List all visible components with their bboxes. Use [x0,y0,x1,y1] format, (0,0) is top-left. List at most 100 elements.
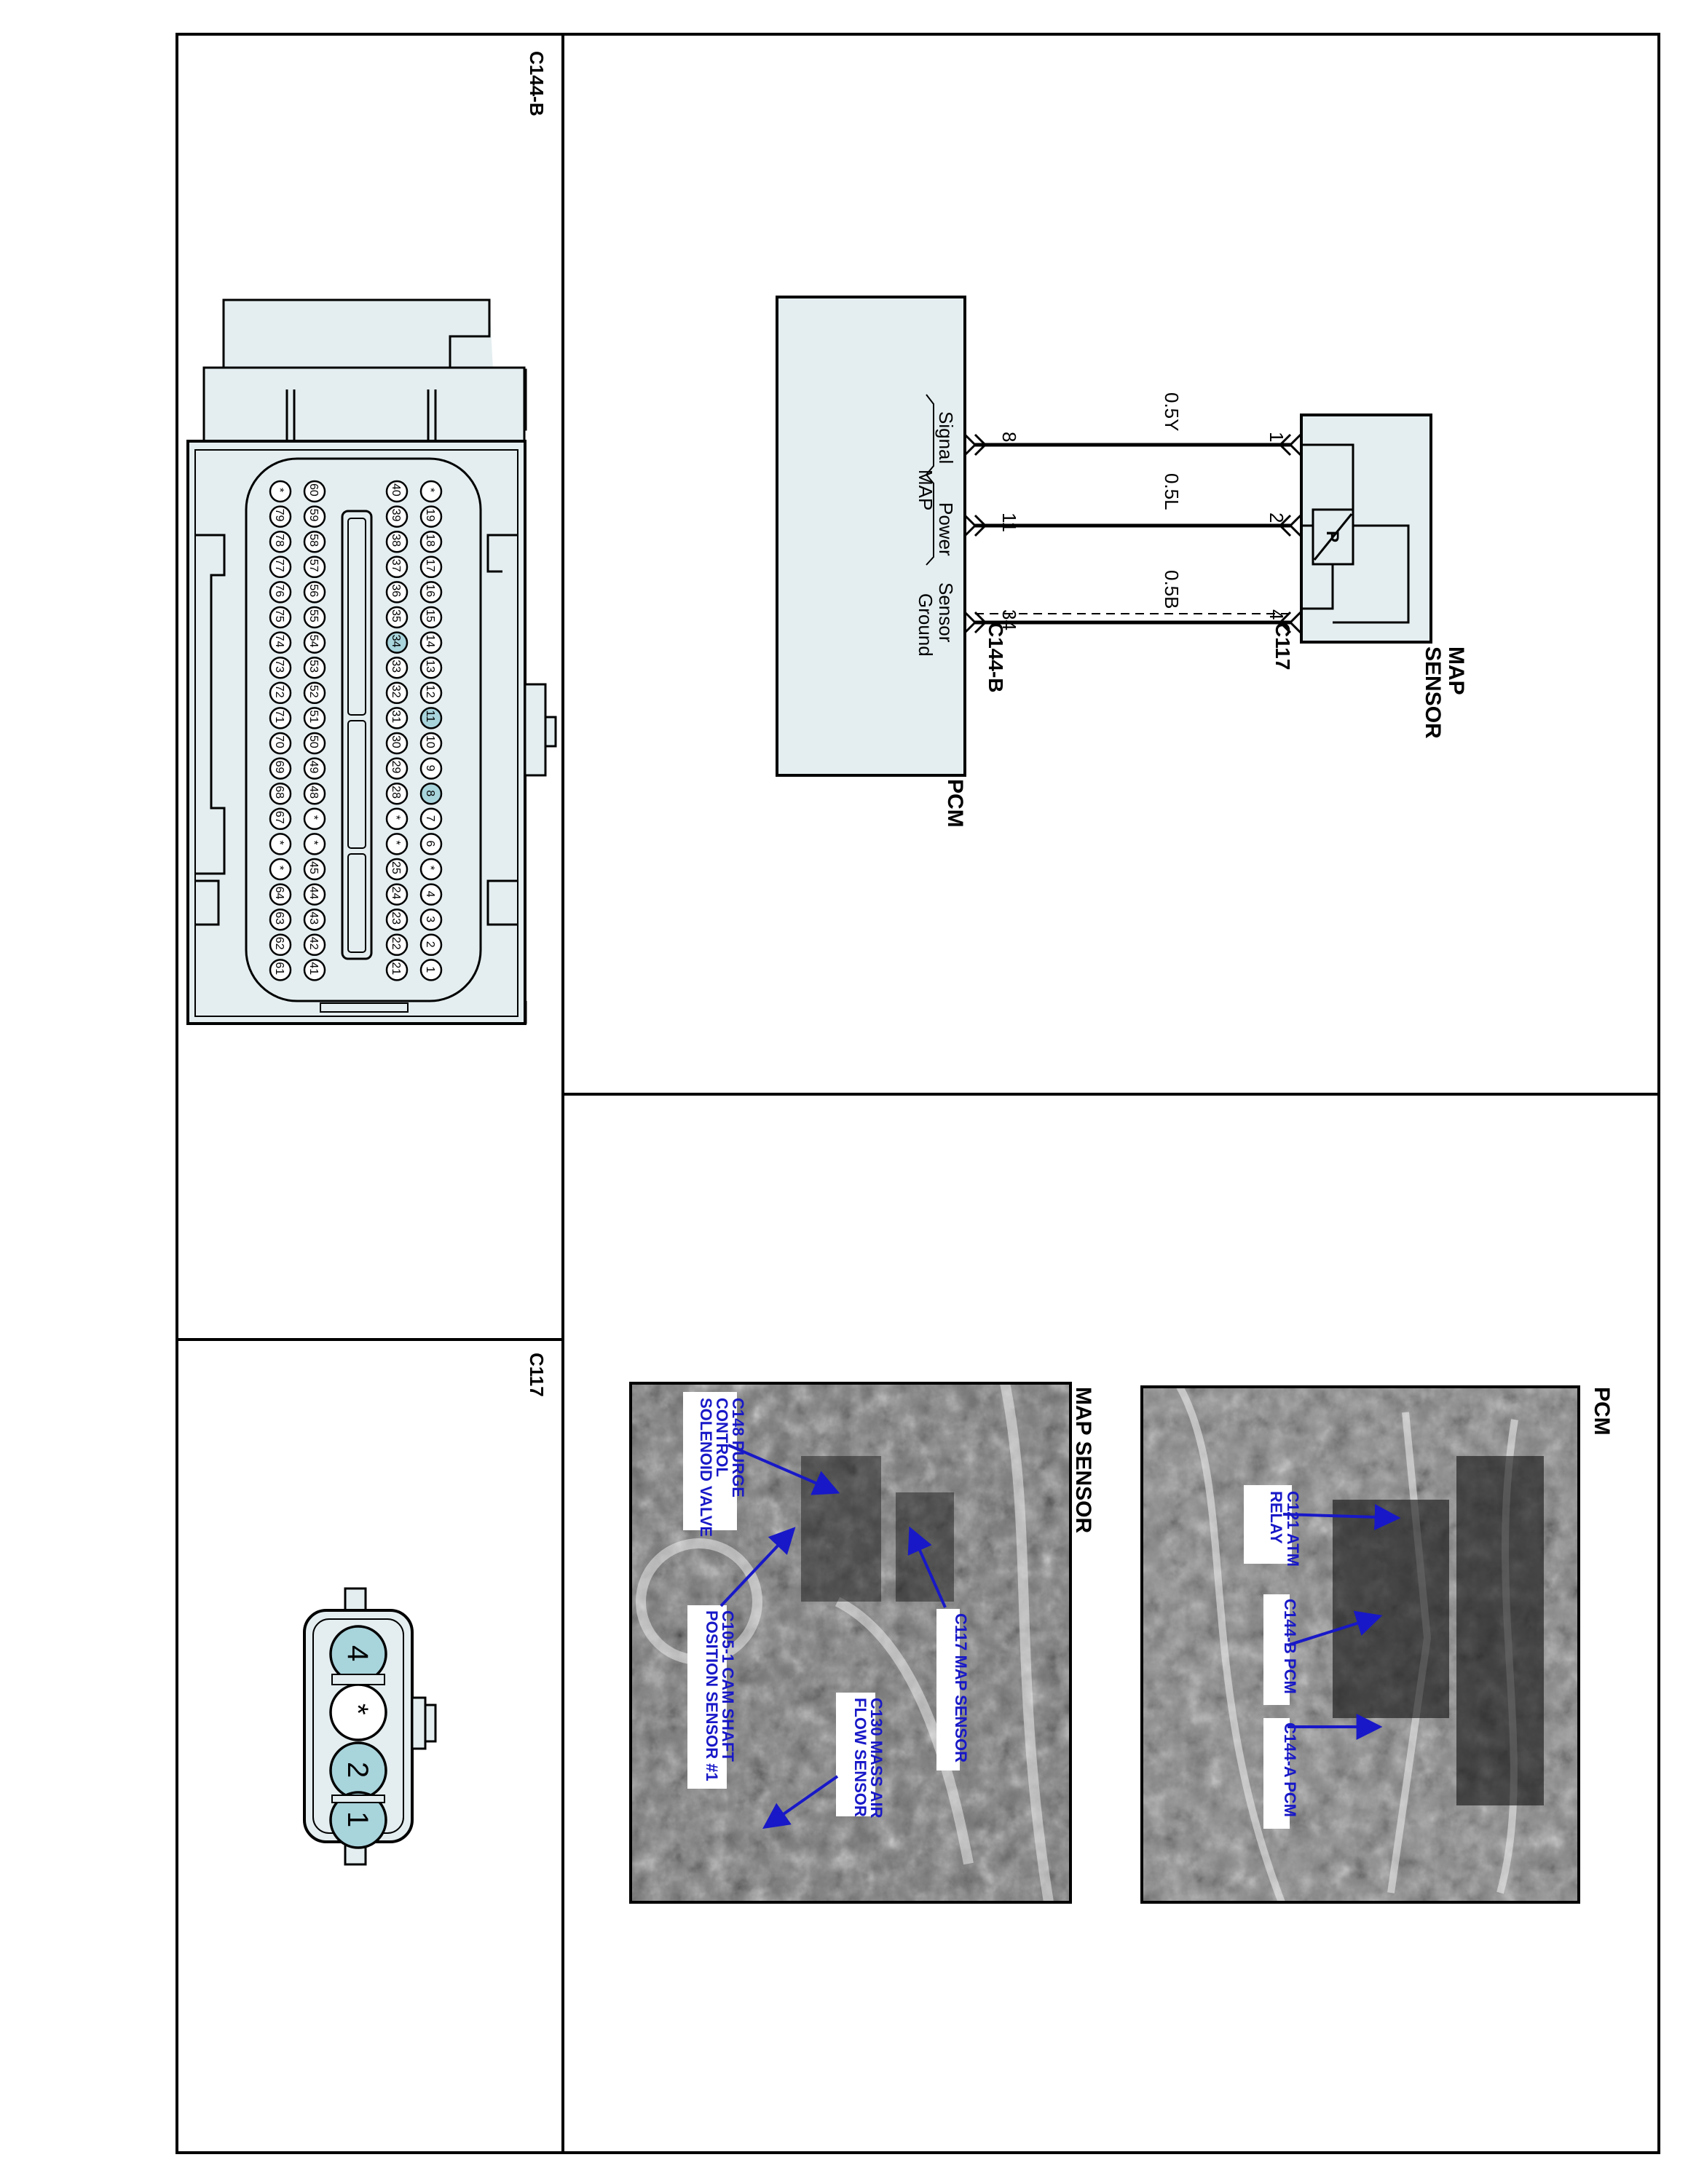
c144b-pin-circle [303,631,326,654]
sensor-pin-number: 4 [1266,609,1287,620]
c144b-pin-circle [419,681,443,705]
callout-c130-line1: C130 MASS AIR [867,1698,886,1819]
c144b-pin-label: 11 [424,710,436,722]
map-photo-callouts: C148 PURGE CONTROL SOLENOID VALVE C105-1… [683,1392,970,1829]
c144b-pin: 68 [269,782,292,805]
c144b-pin: * [303,833,326,855]
c144b-pin-circle [269,858,292,881]
c144b-pin-label: 75 [273,609,285,622]
c144b-pin: 2 [419,933,443,957]
sensor-terminal [1288,514,1302,537]
pcm-label: PCM [943,779,967,828]
c144b-pin-label: 12 [424,685,436,698]
c144b-pin: 37 [385,555,409,579]
c144b-pin-circle [269,480,292,503]
c144b-pin-circle [303,581,326,604]
c144b-pin: 63 [269,908,292,931]
callout-c105-line2: POSITION SENSOR #1 [703,1610,721,1781]
c144b-pin: 12 [419,681,443,705]
callout-c121-line2: RELAY [1267,1491,1285,1544]
c144b-pin: 69 [269,757,292,780]
c144b-pin: 23 [385,908,409,931]
c144b-pin: 55 [303,606,326,629]
pcm-terminal [974,514,987,537]
c144b-pin-circle [303,858,326,881]
c144b-pin-circle [269,959,292,981]
c144b-pin-label: 49 [307,761,320,774]
c144b-pin-label: 62 [273,937,285,950]
c144b-pin-label: 69 [273,761,285,774]
c144b-pin-circle [385,681,409,705]
c144b-pin-label: 18 [424,534,436,547]
c144b-pin: 44 [303,883,326,906]
c144b-pin-label: * [390,815,402,820]
c144b-pin-circle [385,555,409,579]
c144b-pin: 8 [419,782,443,805]
wire-color-code: 0.5Y [1161,392,1183,432]
c144b-pin-circle [303,505,326,528]
c144b-pin-label: 43 [307,911,320,925]
c144b-pin-circle [419,707,443,729]
c144b-pin-label: 4 [424,891,436,898]
c144b-pin-circle [419,782,443,805]
c144b-pin-circle [269,656,292,679]
c144b-pin: 21 [385,959,409,981]
c144b-pin-circle [303,707,326,729]
c144b-pin-circle [419,833,443,855]
c144b-pin-label: 29 [390,761,402,774]
c144b-pin-circle [385,505,409,528]
c144b-pin: 49 [303,757,326,780]
c144b-pin-circle [303,833,326,855]
c144b-pin-label: 67 [273,811,285,824]
signal-label: Signal [935,411,957,464]
c144b-connector: *191817161514131211109876*43214039383736… [186,298,557,1025]
callout-c148-line3: SOLENOID VALVE [697,1398,715,1537]
c144b-pin-label: 54 [307,635,320,648]
c144b-pin-circle [419,631,443,654]
c144b-pin-label: * [273,840,285,844]
pressure-sensor-element [1301,443,1410,624]
c144b-pin-label: 34 [390,635,402,648]
c144b-pin: * [419,858,443,881]
c144b-pin: 3 [419,908,443,931]
c144b-pin: 9 [419,757,443,780]
c144b-pin: * [385,833,409,855]
page-frame [175,33,1660,2154]
c144b-pin-circle [419,732,443,755]
map-sensor-photo-panel: MAP SENSOR C148 PURGE CONTROL SOLENOID V… [629,1382,1095,1904]
c144b-pin-circle [385,908,409,931]
c144b-pin-circle [269,933,292,957]
c117-pin: 4 [329,1625,387,1683]
callout-c121-line1: C121 ATM [1284,1491,1302,1567]
sensor-label: Sensor [935,582,957,643]
c144b-pin-label: * [307,840,320,844]
c144b-pin: 30 [385,732,409,755]
callout-c130-arrow [762,1775,839,1829]
c117-pin-label: 2 [342,1762,374,1778]
c144b-pin: 67 [269,807,292,831]
pcm-pin-number: 8 [998,432,1020,442]
wire: 180.5Y [963,392,1302,456]
c144b-pin-circle [269,606,292,629]
c144b-pin: 11 [419,707,443,729]
c144b-pin: 51 [303,707,326,729]
c144b-pin-circle [269,631,292,654]
sensor-terminal [1278,514,1292,537]
c144b-pin-label: 53 [307,660,320,673]
map-sensor-label-line2: SENSOR [1421,646,1445,739]
c144b-pin-circle [419,581,443,604]
callout-c144b-label: C144-B PCM [1281,1599,1299,1694]
c144b-pin: 17 [419,555,443,579]
c144b-pin-label: * [273,488,285,492]
c144b-pin: 53 [303,656,326,679]
c144b-pin: 16 [419,581,443,604]
callout-c121-arrow [1282,1503,1401,1530]
sensor-terminal [1288,433,1302,456]
c144b-pin-circle [303,757,326,780]
c144b-pin-label: 44 [307,887,320,900]
c144b-pin-label: 9 [424,765,436,772]
c144b-pin-circle [385,807,409,831]
c144b-pin-label: * [424,488,436,492]
sensor-pin-number: 2 [1266,513,1287,523]
pcm-photo-title: PCM [1590,1387,1614,1436]
